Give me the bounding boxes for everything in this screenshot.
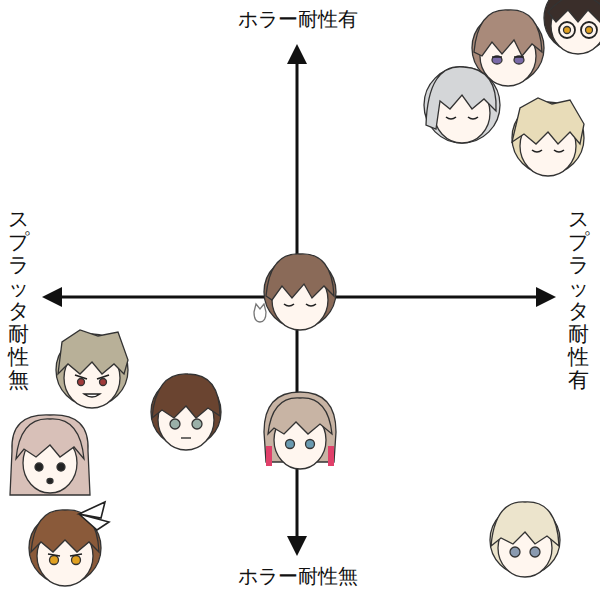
character-face xyxy=(424,67,500,143)
axis-label-left: スプラッタ耐性無 xyxy=(8,208,29,393)
axis-label-top: ホラー耐性有 xyxy=(238,6,358,33)
character-face xyxy=(264,392,336,469)
character-face xyxy=(151,374,221,450)
axis-label-bottom: ホラー耐性無 xyxy=(238,563,358,590)
character-face xyxy=(254,254,336,330)
character-face xyxy=(29,502,109,586)
character-face xyxy=(512,98,584,176)
character-face xyxy=(10,415,90,495)
character-face xyxy=(490,502,560,577)
character-face xyxy=(544,0,600,54)
axis-label-right: スプラッタ耐性有 xyxy=(568,208,589,393)
character-face xyxy=(56,330,128,408)
